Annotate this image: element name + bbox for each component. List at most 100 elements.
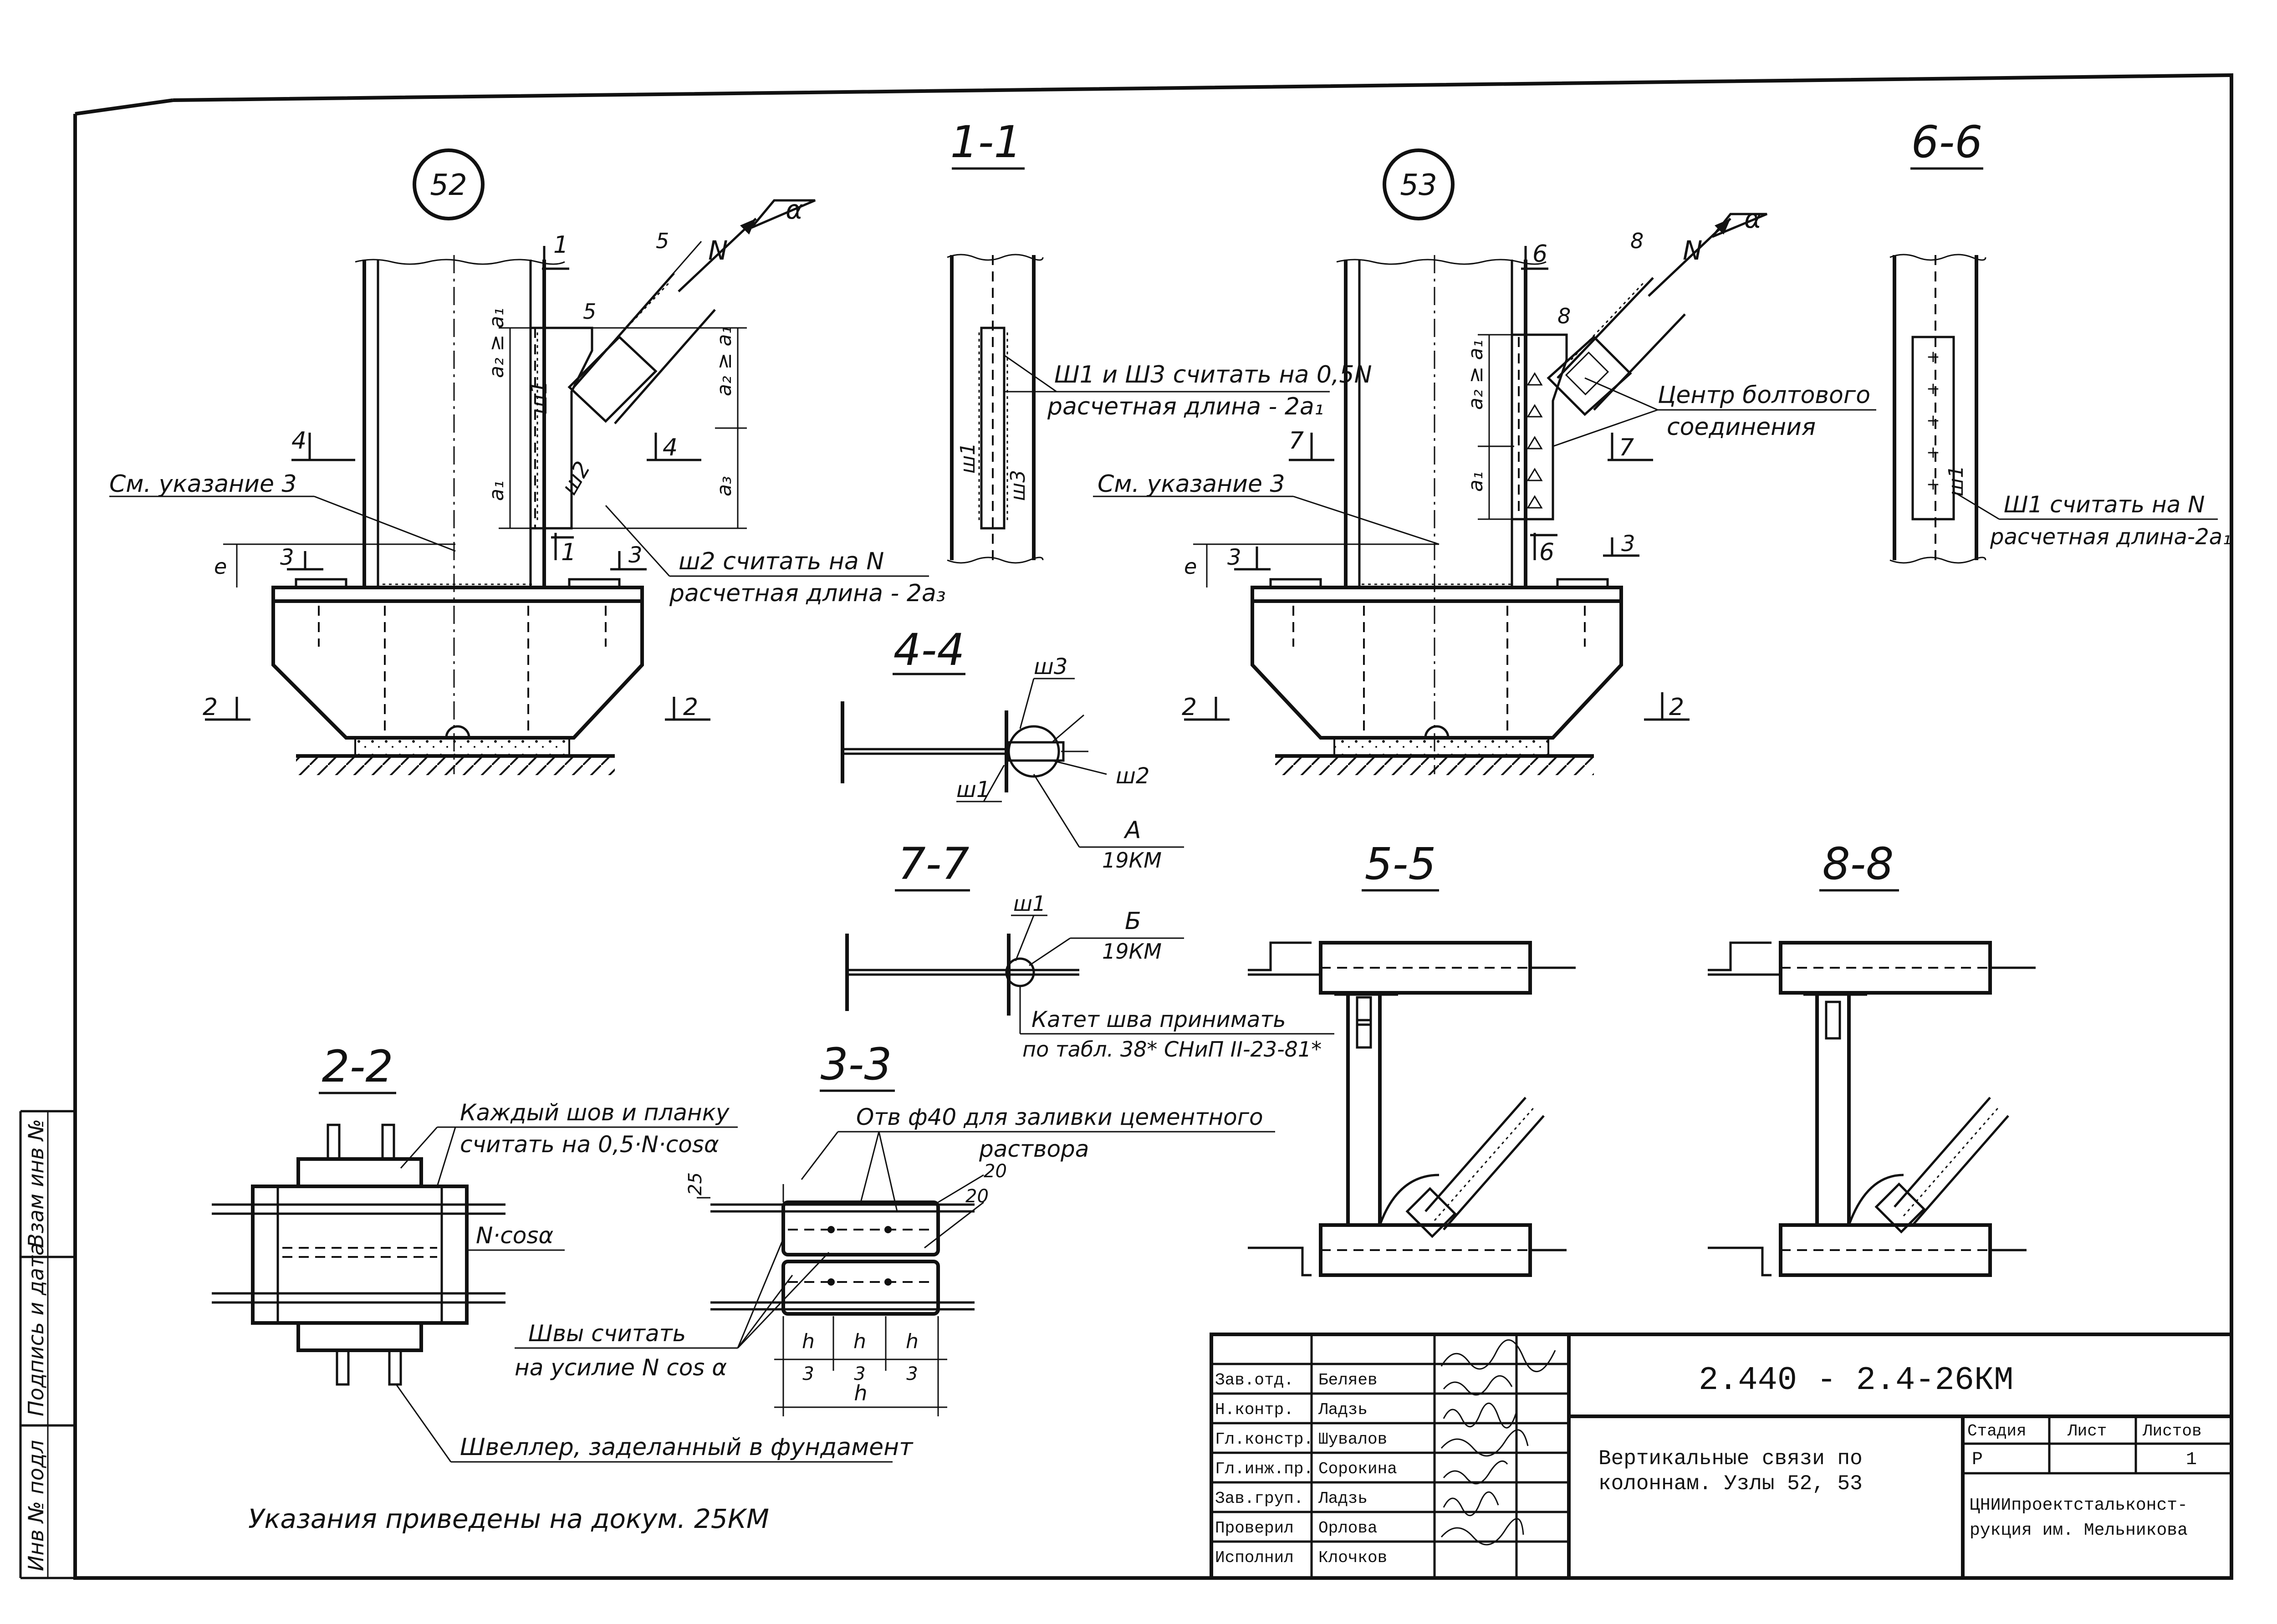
node-53-label: 53 [1400,169,1437,202]
section-3-3-den-b: 3 [854,1364,865,1384]
sheets-value: 1 [2186,1450,2197,1470]
row-name: Ладзь [1318,1400,1368,1419]
node-52-dim-5b: 5 [583,299,596,324]
row-name: Орлова [1318,1519,1378,1537]
section-3-3-welds-l1: Швы считать [528,1320,686,1347]
section-4-4-sh2: ш2 [1116,763,1149,789]
section-6-6-title: 6-6 [1911,117,1983,168]
node-53-cut-7b: 7 [1619,434,1634,461]
row-role: Зав.груп. [1215,1489,1303,1508]
node-53-dim-8b: 8 [1557,304,1571,328]
node-52-sh1: ш1 [526,381,552,414]
node-52-a2-dim-right: a₂ ≥ a₁ [713,326,736,396]
svg-text:+: + [1926,475,1940,494]
node-53-bolt-l1: Центр болтового [1658,382,1870,409]
row-name: Клочков [1318,1548,1387,1567]
signature-rows: Зав.отд. Беляев Н.контр. Ладзь Гл.констр… [1215,1371,1397,1567]
node-52-a2-dim: a₂ ≥ a₁ [485,308,508,378]
node-52-e: e [214,554,227,579]
svg-text:+: + [1926,411,1940,430]
inv-sub-label: Инв № подл [24,1440,48,1571]
node-53-cut-3a: 3 [1227,545,1241,570]
section-3-3-dim-20b: 20 [965,1186,989,1207]
left-strip: Инв № подл Подпись и дата Взам инв № [24,1119,48,1571]
section-3-3-hole-l1: Отв ф40 для заливки цементного [856,1104,1263,1130]
row-name: Ладзь [1318,1489,1368,1508]
row-role: Н.контр. [1215,1400,1294,1419]
node-52-cut-1b: 1 [561,539,576,566]
section-3-3-welds-l2: на усилие N cos α [515,1354,727,1381]
node-53-e: e [1184,554,1197,579]
section-1-1-title: 1-1 [950,117,1022,168]
node-53-cut-3b: 3 [1621,531,1635,557]
node-53-force: N [1683,235,1702,266]
node-52-cut-1: 1 [553,231,568,259]
section-1-1-note-l2: расчетная длина - 2a₁ [1047,393,1324,420]
footnote: Указания приведены на докум. 25КМ [248,1503,769,1534]
section-4-4-sh3: ш3 [1034,654,1067,679]
section-1-1: 1-1 ш1 ш3 Ш1 и Ш3 считать на 0,5N расчет… [947,117,1372,564]
node-52-cut-3b: 3 [628,542,643,568]
section-7-7: 7-7 ш1 Б 19КМ Катет шва принимать по таб… [845,838,1334,1062]
doc-code: 2.440 - 2.4-26КМ [1699,1362,2013,1399]
signature-scribbles [1440,1339,1556,1546]
node-52-cut-4a: 4 [291,427,306,455]
section-4-4-ref-doc: 19КМ [1102,848,1162,873]
node-53-dim-8: 8 [1630,229,1644,253]
node-52-note-ref: См. указание 3 [109,470,297,498]
stage-header: Стадия [1967,1422,2027,1440]
node-52-weld-note-l2: расчетная длина - 2a₃ [669,580,946,607]
section-3-3-hole-l2: раствора [979,1136,1089,1162]
node-53-a1-dim: a₁ [1464,471,1487,492]
section-7-7-note-l1: Катет шва принимать [1031,1007,1286,1032]
section-2-2-title: 2-2 [322,1041,393,1092]
section-3-3-h3b: h [853,1330,866,1353]
node-53-bolt-l2: соединения [1667,414,1816,441]
node-53-cut-6b: 6 [1539,539,1554,566]
section-6-6: 6-6 + + + + + ш1 Ш1 считать на N расчетн… [1889,117,2231,564]
section-4-4-sh1: ш1 [956,777,990,802]
node-53-note-ref: См. указание 3 [1098,470,1285,498]
node-52-sh2: ш2 [556,457,596,499]
node-52-weld-note-l1: ш2 считать на N [679,548,884,575]
section-7-7-title: 7-7 [898,838,970,889]
title-block: 2.440 - 2.4-26КМ Вертикальные связи по к… [1210,1333,2233,1580]
section-3-3-h: h [854,1381,867,1405]
node-53-a2-dim: a₂ ≥ a₁ [1464,340,1487,410]
section-2-2-note-l2: считать на 0,5·N·cosα [460,1131,719,1158]
section-4-4: 4-4 ш3 ш2 ш1 А 19КМ [841,624,1184,873]
node-53-drawing: 53 N 8 8 α 6 6 7 [1093,148,1876,775]
section-3-3-den-c: 3 [906,1364,918,1384]
node-52-a1-dim: a₁ [485,480,508,501]
section-2-2: 2-2 Каждый шов и планку считать на 0,5·N… [212,1041,914,1463]
section-3-3: 3-3 Отв ф40 для заливки цементного раств… [515,1039,1275,1416]
section-7-7-ref-doc: 19КМ [1102,939,1162,964]
section-5-5-title: 5-5 [1365,838,1436,889]
node-53-cut-2b: 2 [1669,694,1684,721]
node-53-cut-7a: 7 [1289,427,1304,455]
row-name: Сорокина [1318,1460,1397,1478]
section-3-3-h3c: h [906,1330,919,1353]
node-52-label: 52 [430,169,467,202]
row-role: Исполнил [1215,1548,1294,1567]
node-52-cut-3a: 3 [280,545,294,570]
title-line-2: колоннам. Узлы 52, 53 [1598,1472,1863,1496]
section-2-2-force: N·cosα [476,1222,553,1249]
org-line-1: ЦНИИпроектстальконст- [1970,1496,2188,1515]
section-6-6-sh1: ш1 [1945,465,1968,496]
node-52-dim-5: 5 [656,229,669,253]
section-6-6-note-l2: расчетная длина-2a₁ [1990,524,2231,550]
section-3-3-title: 3-3 [821,1039,892,1090]
sheets-header: Листов [2142,1422,2202,1440]
svg-text:+: + [1926,347,1940,366]
section-6-6-note-l1: Ш1 считать на N [2004,491,2205,518]
row-name: Шувалов [1318,1430,1387,1449]
node-52-force: N [708,235,728,266]
section-3-3-dim-25: 25 [685,1172,706,1195]
title-line-1: Вертикальные связи по [1598,1447,1863,1471]
row-role: Проверил [1215,1519,1294,1537]
node-52-a3-dim: a₃ [713,476,736,496]
node-52-drawing: 52 N 5 5 α 1 1 4 [109,148,946,775]
node-52-cut-4b: 4 [663,434,678,461]
